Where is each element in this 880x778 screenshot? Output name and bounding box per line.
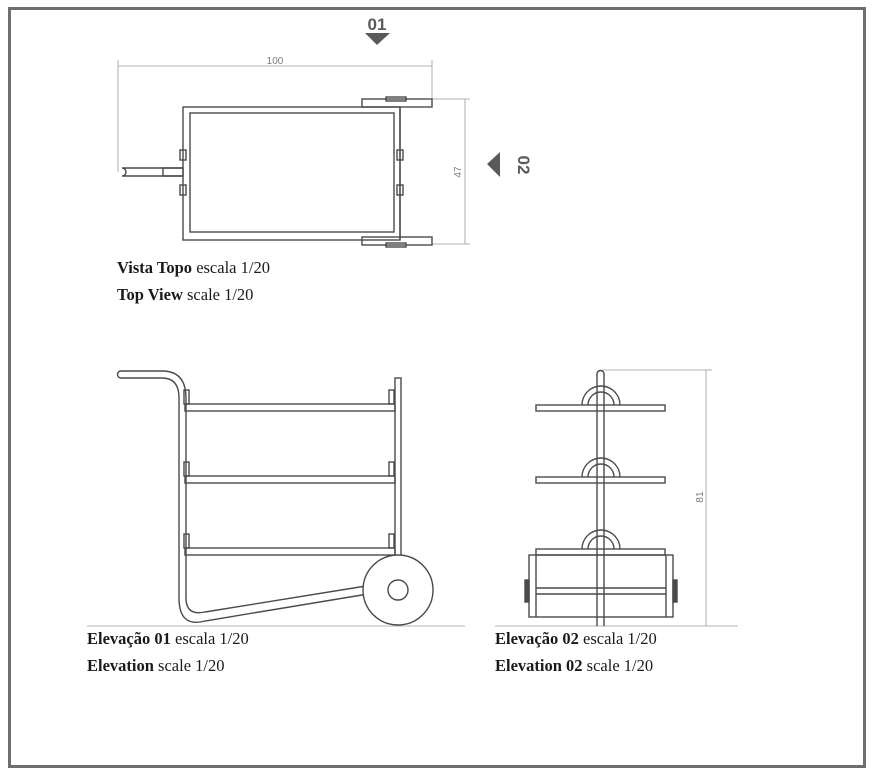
top-wheel-axle bbox=[361, 98, 433, 108]
caption-elev1-en-bold: Elevation bbox=[87, 656, 154, 675]
top-post bbox=[179, 149, 187, 161]
caption-elev2-pt-bold: Elevação 02 bbox=[495, 629, 579, 648]
elev2-center-post bbox=[596, 369, 605, 626]
top-frame-outer bbox=[182, 106, 401, 241]
elev1-handle-tip bbox=[116, 370, 122, 379]
elev1-bracket bbox=[183, 389, 190, 405]
elev1-bracket bbox=[388, 461, 395, 477]
elev1-base-outer bbox=[178, 593, 369, 623]
marker-01-label: 01 bbox=[368, 15, 387, 34]
caption-elev2-pt: Elevação 02 escala 1/20 bbox=[495, 629, 657, 648]
caption-elev2-en: Elevation 02 scale 1/20 bbox=[495, 656, 654, 675]
elev1-handle-outer bbox=[121, 370, 187, 598]
caption-top-view-en-bold: Top View bbox=[117, 285, 183, 304]
elev2-arc bbox=[581, 457, 621, 478]
elev2-wheel bbox=[524, 579, 530, 603]
top-handle bbox=[121, 167, 183, 177]
caption-elev1-en-rest: scale 1/20 bbox=[153, 656, 225, 675]
elev1-wheel bbox=[362, 554, 434, 626]
elev2-wheel bbox=[672, 579, 678, 603]
elev1-wheel-hub bbox=[387, 579, 409, 601]
top-handle-grip bbox=[162, 167, 184, 177]
dimension-elev-height-label: 81 bbox=[695, 491, 706, 503]
caption-top-view-pt-bold: Vista Topo bbox=[117, 258, 193, 277]
caption-elev2-en-rest: scale 1/20 bbox=[582, 656, 654, 675]
section-marker-02: 02 bbox=[487, 152, 533, 177]
elev2-shelf-top bbox=[535, 404, 666, 412]
elev1-shelf-bottom bbox=[184, 547, 396, 556]
elev1-bracket bbox=[183, 461, 190, 477]
caption-top-view-en: Top View scale 1/20 bbox=[117, 285, 254, 304]
caption-top-view-pt: Vista Topo escala 1/20 bbox=[117, 258, 270, 277]
caption-elev1-pt-bold: Elevação 01 bbox=[87, 629, 171, 648]
elev1-bracket bbox=[388, 389, 395, 405]
elev1-base-inner bbox=[185, 585, 367, 614]
top-post bbox=[179, 184, 187, 196]
marker-01-arrow-icon bbox=[365, 33, 390, 45]
section-marker-01: 01 bbox=[365, 15, 390, 45]
elev2-shelf-bottom bbox=[535, 548, 666, 556]
dimension-top-width-label: 100 bbox=[267, 56, 284, 67]
elev1-bracket bbox=[183, 533, 190, 549]
dimension-top-depth bbox=[432, 98, 470, 245]
elev1-handle-inner bbox=[121, 377, 180, 598]
drawing-frame bbox=[8, 7, 866, 768]
marker-02-arrow-icon bbox=[487, 152, 500, 177]
top-wheel bbox=[385, 96, 407, 102]
top-wheel bbox=[385, 242, 407, 248]
elev2-arc bbox=[587, 391, 615, 406]
dimension-top-depth-label: 47 bbox=[453, 166, 464, 178]
caption-elev1-pt-rest: escala 1/20 bbox=[170, 629, 249, 648]
elev1-bracket bbox=[388, 533, 395, 549]
caption-elev1-pt: Elevação 01 escala 1/20 bbox=[87, 629, 249, 648]
caption-elev1-en: Elevation scale 1/20 bbox=[87, 656, 225, 675]
elev1-shelf-middle bbox=[184, 475, 396, 484]
elev2-arc bbox=[587, 535, 615, 550]
caption-elev2-pt-rest: escala 1/20 bbox=[578, 629, 657, 648]
top-frame-inner bbox=[189, 112, 395, 233]
elevation-01 bbox=[87, 370, 465, 627]
top-wheel-axle bbox=[361, 236, 433, 246]
caption-top-view-en-rest: scale 1/20 bbox=[182, 285, 254, 304]
elev2-arc bbox=[581, 385, 621, 406]
elev1-shelf-top bbox=[184, 403, 396, 412]
elevation-02: 81 bbox=[495, 369, 738, 627]
elev2-arc bbox=[581, 529, 621, 550]
elev2-arc bbox=[587, 463, 615, 478]
dimension-top-width bbox=[117, 60, 433, 172]
top-view: 100 47 bbox=[117, 56, 470, 248]
dimension-elev-height bbox=[602, 369, 712, 626]
caption-elev2-en-bold: Elevation 02 bbox=[495, 656, 583, 675]
marker-02-label: 02 bbox=[514, 156, 533, 175]
elev2-base-frame bbox=[528, 554, 674, 618]
elev2-shelf-middle bbox=[535, 476, 666, 484]
elev1-rear-post bbox=[394, 377, 402, 557]
caption-top-view-pt-rest: escala 1/20 bbox=[192, 258, 270, 277]
